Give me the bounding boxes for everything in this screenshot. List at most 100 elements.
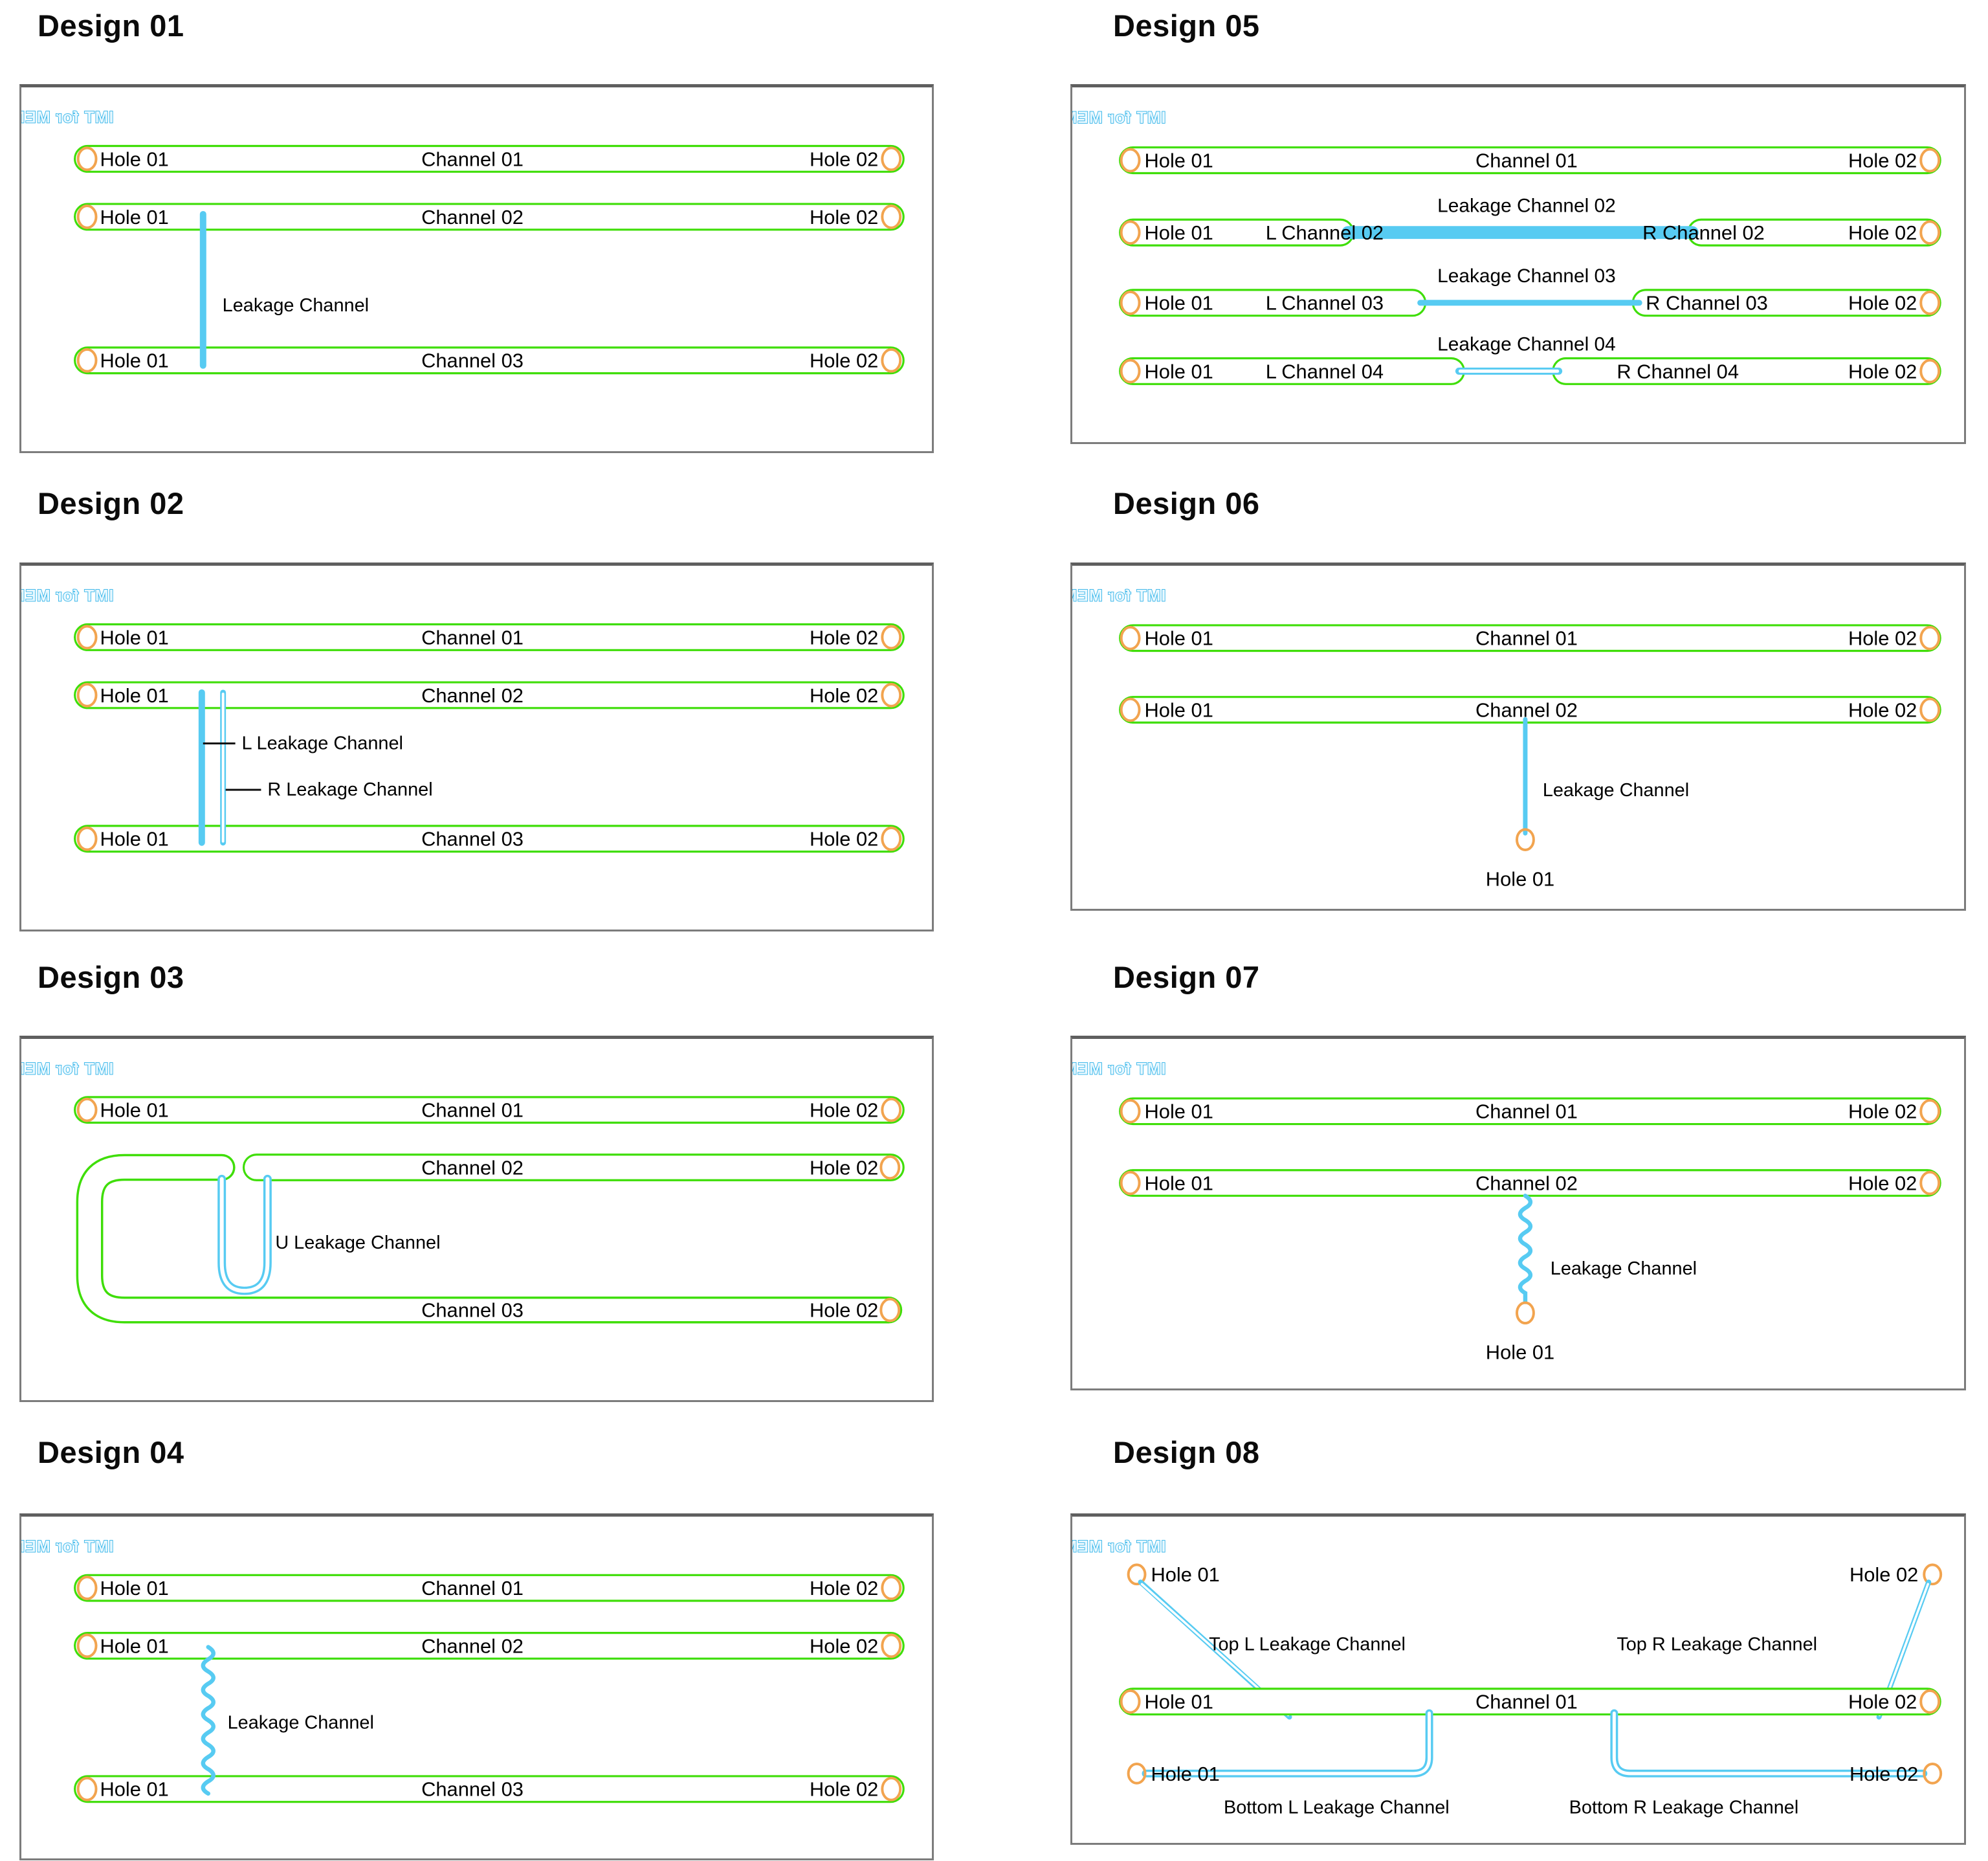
hole-02-circle <box>1919 359 1941 384</box>
design-01-title: Design 01 <box>38 8 184 43</box>
design-05-title: Design 05 <box>1113 8 1260 43</box>
channel-01: Hole 01 Channel 01 Hole 02 <box>74 144 905 173</box>
channel-01-label: Channel 01 <box>1475 150 1578 172</box>
design-02-diagram: IMT for MEMS Hole 01 Channel 01 Hole 02 … <box>21 586 905 853</box>
hole-02-label: Hole 02 <box>1848 1172 1917 1195</box>
hole-01-circle <box>76 1576 98 1601</box>
top-l-leakage-channel-label: Top L Leakage Channel <box>1209 1634 1406 1655</box>
channel-02: Hole 01 Channel 02 Hole 02 <box>1119 696 1941 724</box>
design-06-title: Design 06 <box>1113 486 1260 520</box>
bottom-hole-02-circle <box>1923 1762 1943 1785</box>
bottom-hole-01-label: Hole 01 <box>1151 1763 1219 1785</box>
channel-01: Hole 01 Channel 01 Hole 02 <box>1119 146 1941 175</box>
loop-channel-inner <box>78 1156 900 1322</box>
hole-02-label: Hole 02 <box>810 684 878 707</box>
bottom-hole-01-circle <box>1516 1301 1535 1325</box>
design-06-panel: IMT for MEMS Hole 01 Channel 01 Hole 02 … <box>1070 563 1966 911</box>
design-01-panel: IMT for MEMS Hole 01 Channel 01 Hole 02 … <box>19 84 934 453</box>
l-channel-03-label: L Channel 03 <box>1266 292 1384 315</box>
loop-channel-outer <box>76 1153 903 1324</box>
hole-02-circle <box>881 1776 902 1801</box>
hole-01-circle <box>1120 148 1141 173</box>
hole-01-label: Hole 01 <box>1145 360 1213 383</box>
top-hole-01-label: Hole 01 <box>1151 1563 1219 1586</box>
channel-01: Hole 01 Channel 01 Hole 02 <box>1119 1688 1941 1716</box>
r-leakage-channel-label: R Leakage Channel <box>267 779 432 800</box>
channel-03-label: Channel 03 <box>421 350 524 372</box>
hole-02-label: Hole 02 <box>810 626 878 649</box>
hole-02-label: Hole 02 <box>810 206 878 228</box>
design-02-panel: IMT for MEMS Hole 01 Channel 01 Hole 02 … <box>19 563 934 931</box>
design-08-title: Design 08 <box>1113 1435 1260 1469</box>
leakage-channel-label: Leakage Channel <box>1543 780 1689 801</box>
hole-01-circle <box>76 205 98 229</box>
hole-02-label: Hole 02 <box>1848 1100 1917 1123</box>
hole-01-circle <box>76 348 98 373</box>
channel-03: Hole 01 Channel 03 Hole 02 <box>74 346 905 375</box>
hole-01-circle <box>1120 1689 1141 1714</box>
design-05-panel: IMT for MEMS Hole 01 Channel 01 Hole 02 … <box>1070 84 1966 444</box>
design-01-diagram: IMT for MEMS Hole 01 Channel 01 Hole 02 … <box>21 108 905 375</box>
leakage-channel-02-label: Leakage Channel 02 <box>1437 195 1616 216</box>
hole-01-circle <box>1120 359 1141 384</box>
hole-01-circle <box>76 1776 98 1801</box>
channel-01: Hole 01 Channel 01 Hole 02 <box>1119 1097 1941 1126</box>
design-06-diagram: IMT for MEMS Hole 01 Channel 01 Hole 02 … <box>1072 587 1941 891</box>
channel-02-outline <box>242 1153 905 1181</box>
bottom-r-leakage-channel-inner <box>1612 1711 1925 1776</box>
hole-01-label: Hole 01 <box>1145 1172 1213 1195</box>
channel-02-label: Channel 02 <box>421 206 524 228</box>
hole-02-label: Hole 02 <box>810 1577 878 1599</box>
design-02-title: Design 02 <box>38 486 184 520</box>
channel-01-outline <box>74 623 905 651</box>
design-04-panel: IMT for MEMS Hole 01 Channel 01 Hole 02 … <box>19 1513 934 1860</box>
hole-02-circle <box>881 1633 902 1658</box>
channel-03-label: Channel 03 <box>421 828 524 851</box>
hole-01-label: Hole 01 <box>100 350 168 372</box>
hole-01-label: Hole 01 <box>100 684 168 707</box>
hole-01-circle <box>76 146 98 172</box>
hole-02-label: Hole 02 <box>810 1634 878 1657</box>
channel-01-outline <box>74 1096 905 1124</box>
r-channel-04-label: R Channel 04 <box>1617 360 1739 383</box>
hole-01-circle <box>1120 1098 1141 1124</box>
hole-02-label: Hole 02 <box>810 1156 878 1179</box>
design-07-panel: IMT for MEMS Hole 01 Channel 01 Hole 02 … <box>1070 1036 1966 1390</box>
channel-02-outline <box>74 681 905 709</box>
channel-03-outline <box>74 346 905 375</box>
hole-01-circle <box>1120 1170 1141 1196</box>
bottom-hole-01-circle <box>1127 1762 1147 1785</box>
channel-01-label: Channel 01 <box>421 1099 524 1122</box>
channel-03: Hole 01 Channel 03 Hole 02 <box>74 825 905 853</box>
top-hole-02-circle <box>1923 1563 1943 1586</box>
hole-02-circle <box>1919 148 1941 173</box>
design-07-diagram: IMT for MEMS Hole 01 Channel 01 Hole 02 … <box>1072 1060 1941 1363</box>
bottom-hole-02-label: Hole 02 <box>1850 1763 1918 1785</box>
hole-01-label: Hole 01 <box>100 206 168 228</box>
logo-imt-mems-mirrored: IMT for MEMS <box>1072 1539 1165 1556</box>
channel-03-label: Channel 03 <box>421 1299 524 1322</box>
hole-01-circle <box>1120 625 1141 651</box>
channel-02: Hole 01 Channel 02 Hole 02 <box>74 681 905 709</box>
channel-01-outline <box>74 144 905 173</box>
hole-01-circle <box>1120 697 1141 722</box>
channel-01-label: Channel 01 <box>421 626 524 649</box>
hole-02-label: Hole 02 <box>1848 292 1917 315</box>
hole-01-label: Hole 01 <box>100 1634 168 1657</box>
hole-01-label: Hole 01 <box>100 1577 168 1599</box>
channel-01: Hole 01 Channel 01 Hole 02 <box>1119 624 1941 652</box>
top-hole-01-circle <box>1127 1563 1147 1586</box>
hole-01-label: Hole 01 <box>1145 1100 1213 1123</box>
hole-02-circle <box>1919 1098 1941 1124</box>
design-07-title: Design 07 <box>1113 960 1260 994</box>
hole-02-circle <box>1919 1689 1941 1714</box>
bottom-hole-01-label: Hole 01 <box>1486 868 1554 891</box>
hole-01-circle <box>1120 290 1141 315</box>
channel-01-label: Channel 01 <box>1475 1691 1578 1713</box>
channel-03: Hole 01 Channel 03 Hole 02 <box>74 1775 905 1803</box>
channel-01: Hole 01 Channel 01 Hole 02 <box>74 623 905 651</box>
hole-01-label: Hole 01 <box>1145 698 1213 721</box>
channel-01-label: Channel 01 <box>421 148 524 170</box>
channel-02: Channel 02 Hole 02 <box>242 1153 905 1181</box>
l-leakage-channel-label: L Leakage Channel <box>242 733 403 754</box>
